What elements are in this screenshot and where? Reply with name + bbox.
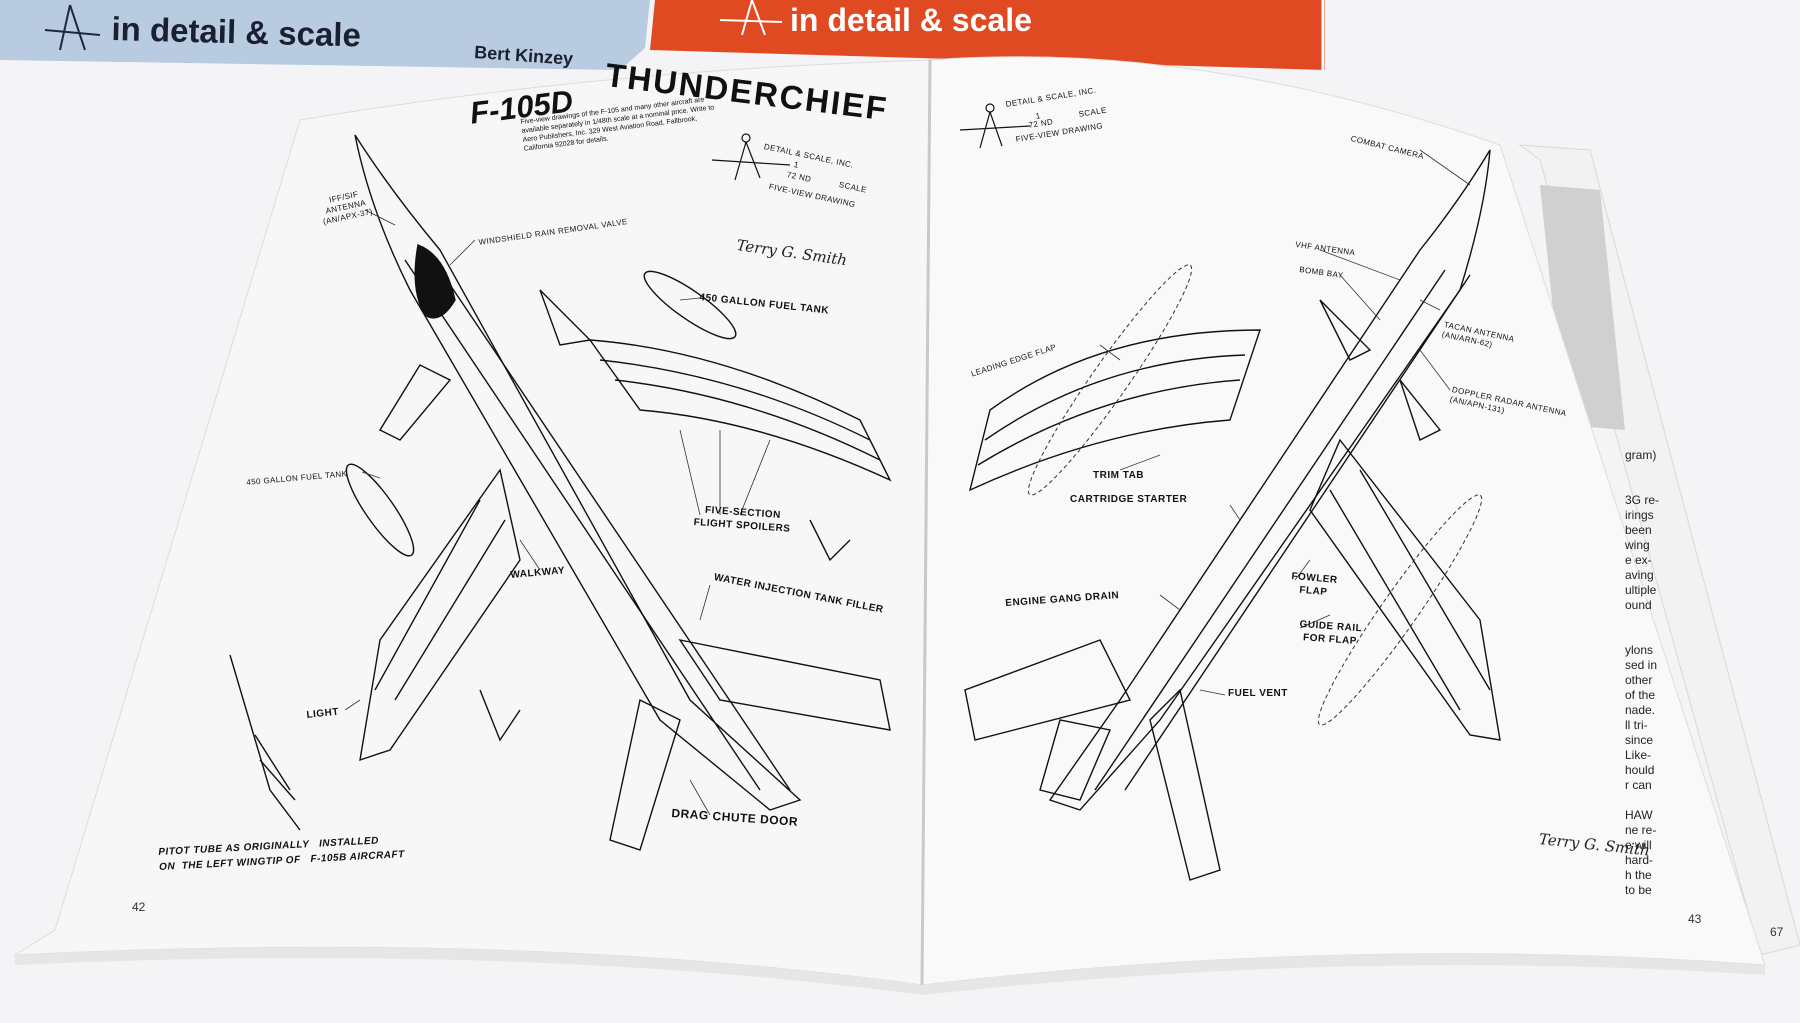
compass-logo-icon (959, 103, 1031, 149)
back-page-text-fragments: gram) 3G re- irings been wing e ex- avin… (1625, 448, 1660, 897)
label-cartridge-starter: CARTRIDGE STARTER (1070, 494, 1188, 505)
page-gutter (920, 59, 932, 986)
red-cover-title: in detail & scale (790, 2, 1032, 38)
blue-cover-title: in detail & scale (111, 10, 362, 54)
left-page (13, 59, 931, 986)
red-cover (650, 0, 1325, 70)
label-guide-rail: GUIDE RAIL FOR FLAP (1299, 618, 1363, 648)
back-page-number: 67 (1770, 925, 1784, 939)
page-stack-edge (15, 947, 1765, 995)
right-page-number: 43 (1688, 912, 1702, 926)
cover-logo-icon (719, 0, 783, 36)
cover-logo-icon (44, 4, 101, 51)
blue-cover (0, 0, 650, 70)
label-trim-tab: TRIM TAB (1093, 470, 1145, 481)
left-aircraft-drawing (229, 134, 892, 851)
left-page-number: 42 (132, 900, 146, 914)
leader-lines (344, 149, 1471, 816)
label-fowler-flap: FOWLER FLAP (1290, 570, 1339, 599)
label-fuel-vent: FUEL VENT (1228, 688, 1288, 699)
back-page (1518, 144, 1800, 956)
right-aircraft-drawing (964, 149, 1501, 881)
compass-logo-icon (711, 133, 791, 181)
